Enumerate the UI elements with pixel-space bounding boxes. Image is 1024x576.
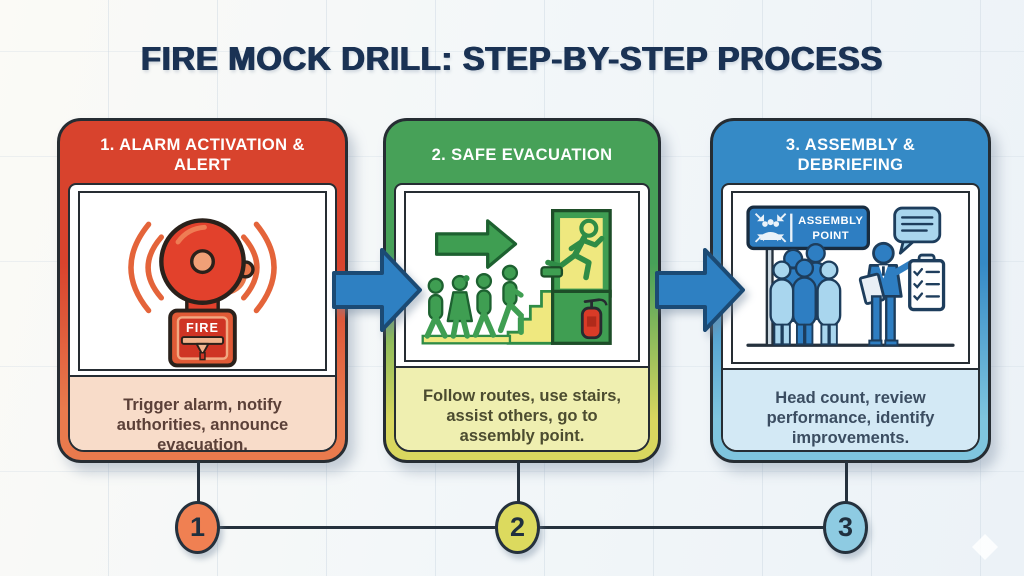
flow-arrow-step2-to-step3-icon (655, 248, 745, 332)
flow-arrow-step1-to-step2-icon (332, 248, 422, 332)
step-2-connector-stub (517, 461, 520, 505)
running-man-icon (545, 218, 605, 281)
assembly-sign-line2: POINT (812, 230, 849, 242)
step-1-header: 1. ALARM ACTIVATION & ALERT (100, 136, 305, 174)
step-3-number-badge: 3 (823, 501, 868, 554)
warden-with-clipboard-icon (858, 241, 916, 347)
exit-door-icon (540, 209, 612, 298)
step-1-number-badge: 1 (175, 501, 220, 554)
assembly-people-pictogram (760, 219, 781, 240)
step-3-connector-stub (845, 461, 848, 505)
fire-pull-station-icon: FIRE (168, 308, 237, 368)
assembly-sign-line1: ASSEMBLY (798, 215, 863, 227)
step-2-header: 2. SAFE EVACUATION (431, 146, 613, 165)
assembly-debriefing-scene-icon: ASSEMBLY POINT (746, 205, 955, 347)
step-3-illustration-frame: ASSEMBLY POINT (723, 185, 978, 368)
step-panel-safe-evacuation: 2. SAFE EVACUATION (383, 118, 661, 463)
fire-extinguisher-icon (580, 298, 608, 340)
step-1-illustration-box: FIRE (78, 191, 327, 372)
step-2-content: Follow routes, use stairs, assist others… (394, 183, 650, 452)
sparkle-decoration (972, 534, 998, 560)
step-2-description: Follow routes, use stairs, assist others… (396, 366, 648, 450)
step-3-illustration-box: ASSEMBLY POINT (731, 191, 970, 365)
fire-label: FIRE (186, 320, 219, 335)
step-2-illustration-box (404, 191, 640, 363)
evacuation-direction-arrow-icon (435, 219, 518, 269)
step-1-description: Trigger alarm, notify authorities, annou… (70, 375, 335, 450)
fire-alarm-bell-icon: FIRE (128, 218, 277, 368)
checklist-icon (908, 253, 946, 312)
alarm-bell-icon (159, 218, 255, 315)
step-1-connector-stub (197, 461, 200, 505)
step-1-content: FIRE Trigger alarm, notify authorities, … (68, 183, 337, 452)
page-title: FIRE MOCK DRILL: STEP-BY-STEP PROCESS (140, 40, 884, 77)
evacuation-scene-icon (421, 209, 612, 345)
speech-bubble-icon (893, 206, 942, 255)
step-1-illustration-frame: FIRE (70, 185, 335, 375)
step-3-description: Head count, review performance, identify… (723, 368, 978, 450)
people-group-icon (769, 243, 842, 346)
step-panel-assembly-debriefing: 3. ASSEMBLY & DEBRIEFING (710, 118, 991, 463)
walking-people-icon (421, 264, 524, 345)
step-panel-alarm-activation: 1. ALARM ACTIVATION & ALERT (57, 118, 348, 463)
step-3-header: 3. ASSEMBLY & DEBRIEFING (785, 136, 916, 174)
step-2-number-badge: 2 (495, 501, 540, 554)
step-2-illustration-frame (396, 185, 648, 366)
step-3-content: ASSEMBLY POINT (721, 183, 980, 452)
